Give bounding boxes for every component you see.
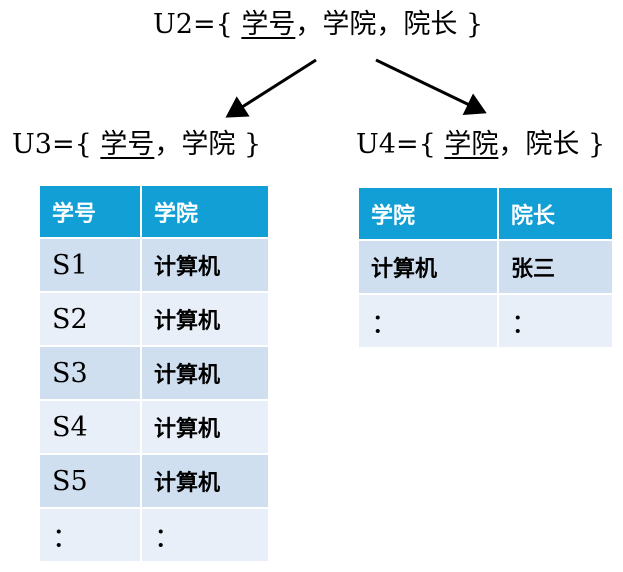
separator: ， bbox=[295, 9, 323, 40]
attribute: 学院 bbox=[322, 9, 377, 40]
cell-college: 计算机 bbox=[142, 239, 268, 291]
cell-college: 计算机 bbox=[359, 241, 497, 293]
table-row: S1 计算机 bbox=[40, 239, 268, 291]
cell-ellipsis: ： bbox=[40, 509, 140, 561]
cell-college: 计算机 bbox=[142, 401, 268, 453]
table-row: S5 计算机 bbox=[40, 455, 268, 507]
table-u3: 学号 学院 S1 计算机 S2 计算机 S3 计算机 S4 计算机 S5 计算机… bbox=[38, 184, 270, 563]
cell-ellipsis: ： bbox=[142, 509, 268, 561]
table-row: S3 计算机 bbox=[40, 347, 268, 399]
schema-u2: U2={ 学号，学院，院长 } bbox=[153, 8, 483, 42]
table-row: S2 计算机 bbox=[40, 293, 268, 345]
cell-student-id: S4 bbox=[40, 401, 140, 453]
header-row: 学号 学院 bbox=[40, 186, 268, 237]
equals-sign: = bbox=[395, 129, 419, 160]
key-attribute: 学号 bbox=[100, 129, 155, 160]
cell-ellipsis: ： bbox=[499, 295, 612, 347]
schema-name: U2 bbox=[153, 9, 193, 40]
cell-college: 计算机 bbox=[142, 347, 268, 399]
arrow-to-u3 bbox=[225, 58, 317, 118]
key-attribute: 学院 bbox=[444, 129, 499, 160]
open-brace: { bbox=[418, 129, 436, 160]
column-header-student-id: 学号 bbox=[40, 186, 140, 237]
cell-college: 计算机 bbox=[142, 293, 268, 345]
column-header-college: 学院 bbox=[359, 188, 497, 239]
cell-college: 计算机 bbox=[142, 455, 268, 507]
table-row: 计算机 张三 bbox=[359, 241, 612, 293]
separator: ， bbox=[154, 129, 182, 160]
schema-name: U3 bbox=[12, 129, 52, 160]
close-brace: } bbox=[587, 129, 606, 160]
cell-student-id: S5 bbox=[40, 455, 140, 507]
schema-name: U4 bbox=[356, 129, 396, 160]
equals-sign: = bbox=[192, 9, 216, 40]
attribute: 院长 bbox=[403, 9, 458, 40]
schema-u4: U4={ 学院，院长 } bbox=[356, 128, 605, 162]
cell-dean: 张三 bbox=[499, 241, 612, 293]
table-row: S4 计算机 bbox=[40, 401, 268, 453]
cell-student-id: S3 bbox=[40, 347, 140, 399]
equals-sign: = bbox=[51, 129, 75, 160]
separator: ， bbox=[498, 129, 526, 160]
close-brace: } bbox=[465, 9, 484, 40]
schema-u3: U3={ 学号，学院 } bbox=[12, 128, 261, 162]
arrow-to-u4 bbox=[375, 58, 487, 116]
column-header-college: 学院 bbox=[142, 186, 268, 237]
table-row: ： ： bbox=[359, 295, 612, 347]
cell-student-id: S1 bbox=[40, 239, 140, 291]
separator: ， bbox=[376, 9, 404, 40]
column-header-dean: 院长 bbox=[499, 188, 612, 239]
attribute: 学院 bbox=[181, 129, 236, 160]
close-brace: } bbox=[243, 129, 262, 160]
attribute: 院长 bbox=[525, 129, 580, 160]
table-u4: 学院 院长 计算机 张三 ： ： bbox=[357, 186, 614, 349]
cell-ellipsis: ： bbox=[359, 295, 497, 347]
open-brace: { bbox=[74, 129, 92, 160]
key-attribute: 学号 bbox=[241, 9, 296, 40]
cell-student-id: S2 bbox=[40, 293, 140, 345]
open-brace: { bbox=[215, 9, 233, 40]
header-row: 学院 院长 bbox=[359, 188, 612, 239]
table-row: ： ： bbox=[40, 509, 268, 561]
